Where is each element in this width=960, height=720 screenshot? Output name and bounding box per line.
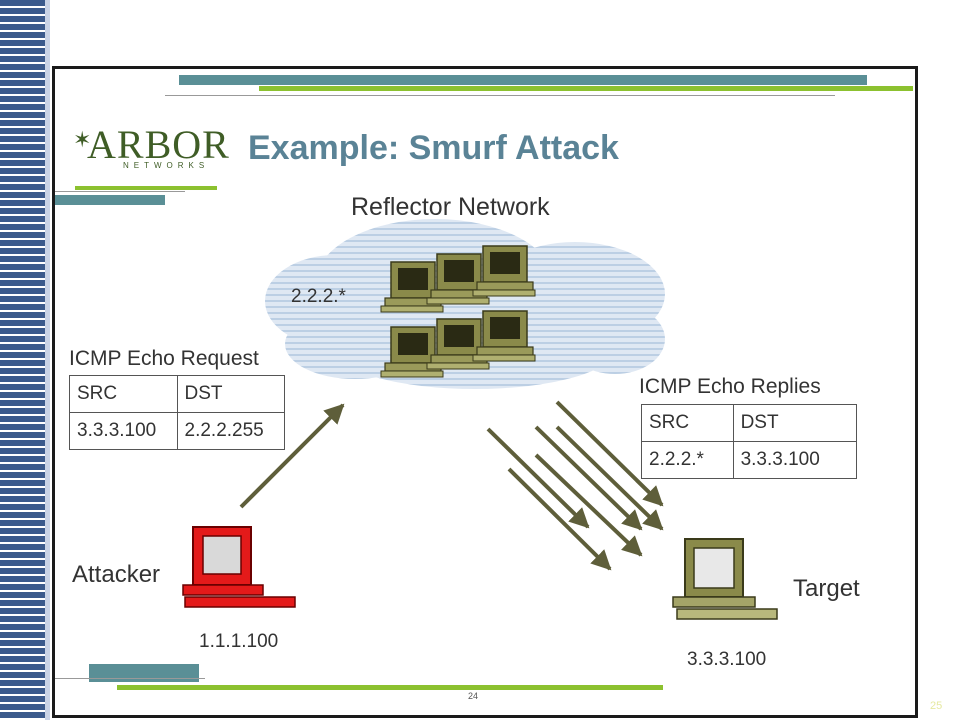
arbor-networks-logo: ✶ ARBOR NETWORKS	[73, 121, 229, 171]
footer-bar-teal	[89, 664, 199, 682]
reflector-network-title: Reflector Network	[351, 193, 550, 221]
header-rule	[165, 95, 835, 96]
table-header-src: SRC	[69, 375, 178, 413]
slide-title: Example: Smurf Attack	[248, 129, 619, 167]
echo-request-table: SRC DST 3.3.3.100 2.2.2.255	[69, 375, 285, 450]
reflector-computer-icon	[472, 245, 536, 297]
left-striped-margin	[0, 0, 50, 720]
logo-star-icon: ✶	[73, 127, 92, 152]
logo-bar-teal	[55, 195, 165, 205]
table-header-dst: DST	[732, 404, 858, 442]
attacker-ip: 1.1.1.100	[199, 631, 279, 652]
reply-arrow	[534, 425, 643, 531]
slide-frame: ✶ ARBOR NETWORKS Example: Smurf Attack	[52, 66, 918, 718]
echo-replies-table: SRC DST 2.2.2.* 3.3.3.100	[641, 404, 858, 479]
request-dst-value: 2.2.2.255	[176, 412, 285, 450]
diagram-canvas	[182, 219, 778, 620]
table-row: 2.2.2.* 3.3.3.100	[641, 441, 858, 479]
header-bar-teal	[179, 75, 867, 85]
echo-replies-heading: ICMP Echo Replies	[639, 375, 821, 398]
attacker-computer-icon	[182, 526, 296, 608]
request-src-value: 3.3.3.100	[69, 412, 178, 450]
footer-bar-green	[117, 685, 663, 690]
target-ip: 3.3.3.100	[687, 649, 767, 670]
reply-arrow	[555, 400, 664, 507]
reply-arrows	[486, 400, 664, 571]
logo-bar-green	[75, 186, 217, 190]
slide-page-number: 24	[468, 691, 479, 701]
table-header-src: SRC	[641, 404, 734, 442]
reply-arrow	[507, 467, 612, 571]
outer-page-number: 25	[930, 700, 943, 712]
table-row: SRC DST	[69, 375, 285, 413]
target-computer-icon	[672, 538, 778, 620]
target-label: Target	[793, 575, 860, 602]
logo-word: ARBOR	[87, 122, 230, 167]
logo-subtext: NETWORKS	[123, 161, 210, 170]
attacker-label: Attacker	[72, 561, 161, 588]
reply-arrow	[555, 425, 664, 531]
logo-rule	[55, 191, 185, 192]
reply-arrow	[534, 453, 643, 557]
table-row: 3.3.3.100 2.2.2.255	[69, 412, 285, 450]
footer-rule	[55, 678, 205, 679]
header-bar-green	[259, 86, 913, 91]
echo-request-heading: ICMP Echo Request	[69, 347, 259, 370]
table-row: SRC DST	[641, 404, 858, 442]
replies-src-value: 2.2.2.*	[641, 441, 734, 479]
table-header-dst: DST	[176, 375, 285, 413]
request-arrow	[239, 403, 345, 509]
reflector-computer-icon	[472, 310, 536, 362]
reflector-subnet-label: 2.2.2.*	[291, 286, 346, 307]
reply-arrow	[486, 427, 590, 529]
replies-dst-value: 3.3.3.100	[732, 441, 858, 479]
